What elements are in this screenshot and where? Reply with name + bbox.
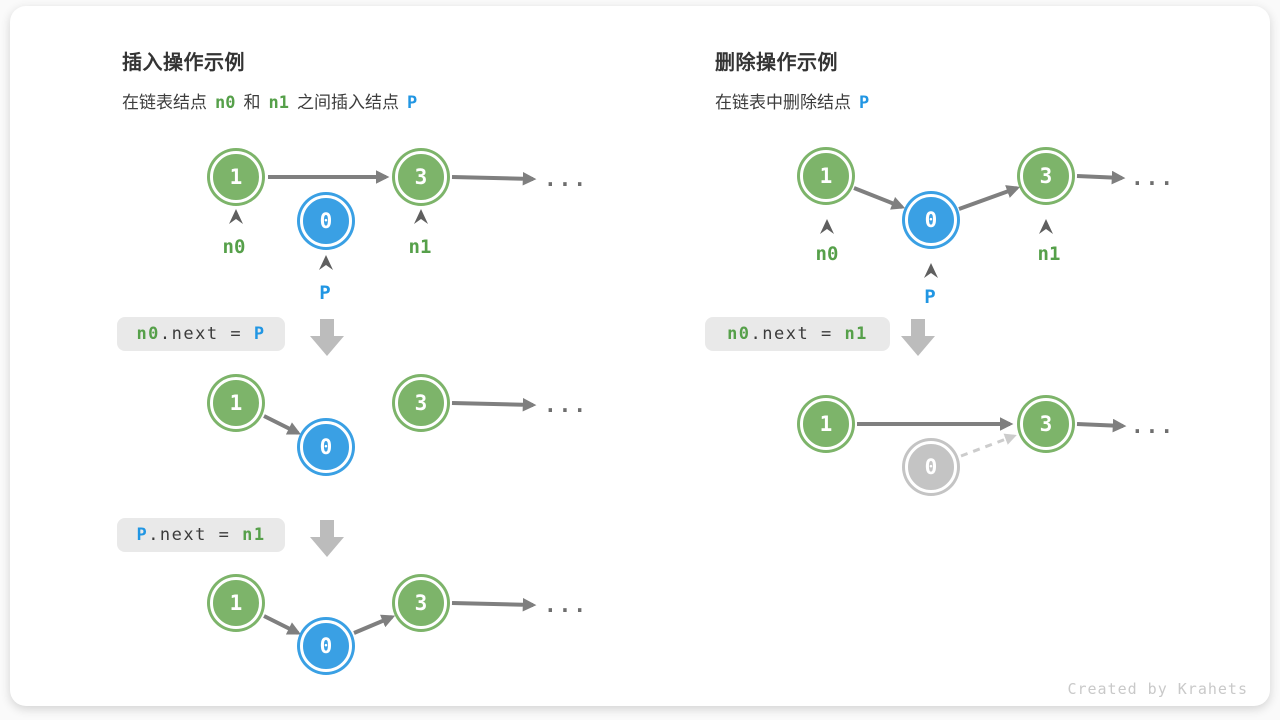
delete-step2-arrows [857,417,1127,433]
insert-subtitle-n0: n0 [215,93,236,113]
code-p-next-n1: P.next = n1 [117,518,285,552]
arrows-layer [229,170,1127,635]
ellipsis: ... [544,167,588,192]
delete-step1-arrows [853,170,1126,211]
pointer-label-p: P [319,282,331,304]
insert-subtitle-n1: n1 [268,93,289,113]
node-p: 0 [905,194,957,246]
code-n0-next-n1: n0.next = n1 [705,317,890,351]
code-lhs: P [136,525,149,545]
ellipsis: ... [544,393,588,418]
insert-step1-arrows [268,170,537,186]
step-down-arrows [310,319,935,557]
node-p-removed: 0 [905,441,957,493]
insert-step3-arrows [263,597,537,635]
insert-subtitle: 在链表结点 n0 和 n1 之间插入结点 P [122,88,417,113]
node-1: 1 [210,151,262,203]
node-p: 0 [300,620,352,672]
pointer-label-n1: n1 [1037,243,1061,265]
insert-title: 插入操作示例 [122,52,245,74]
code-n0-next-p: n0.next = P [117,317,285,351]
node-1: 1 [800,150,852,202]
code-lhs: n0 [727,324,751,344]
node-3: 3 [395,377,447,429]
delete-subtitle-p: P [859,93,870,113]
code-rhs: n1 [242,525,266,545]
diagram-card: 插入操作示例 在链表结点 n0 和 n1 之间插入结点 P 删除操作示例 在链表… [10,6,1270,706]
ellipsis: ... [1131,166,1175,191]
node-p: 0 [300,421,352,473]
code-lhs: n0 [136,324,160,344]
dashed-unlinked-arrow [960,433,1017,458]
code-mid: .next = [750,324,845,344]
pointer-label-n0: n0 [815,243,839,265]
node-1: 1 [210,377,262,429]
insert-step2-arrows [263,397,537,435]
credit-text: Created by Krahets [1067,680,1248,698]
code-mid: .next = [148,525,243,545]
node-p: 0 [300,195,352,247]
pointer-label-n0: n0 [222,236,246,258]
code-mid: .next = [159,324,254,344]
insert-subtitle-text2: 和 [243,93,261,112]
node-3: 3 [395,577,447,629]
pointer-label-n1: n1 [408,236,432,258]
node-3: 3 [1020,150,1072,202]
insert-subtitle-p: P [406,93,418,113]
delete-title: 删除操作示例 [715,52,838,74]
insert-subtitle-text1: 在链表结点 [122,93,207,112]
delete-subtitle-text1: 在链表中删除结点 [715,93,851,112]
insert-subtitle-text3: 之间插入结点 [296,93,399,112]
code-rhs: P [253,324,266,344]
node-3: 3 [1020,398,1072,450]
node-3: 3 [395,151,447,203]
ellipsis: ... [544,593,588,618]
pointer-label-p: P [924,286,936,308]
delete-subtitle: 在链表中删除结点 P [715,88,869,113]
code-rhs: n1 [844,324,868,344]
ellipsis: ... [1131,414,1175,439]
pointer-carets [229,209,1053,278]
node-1: 1 [210,577,262,629]
node-1: 1 [800,398,852,450]
